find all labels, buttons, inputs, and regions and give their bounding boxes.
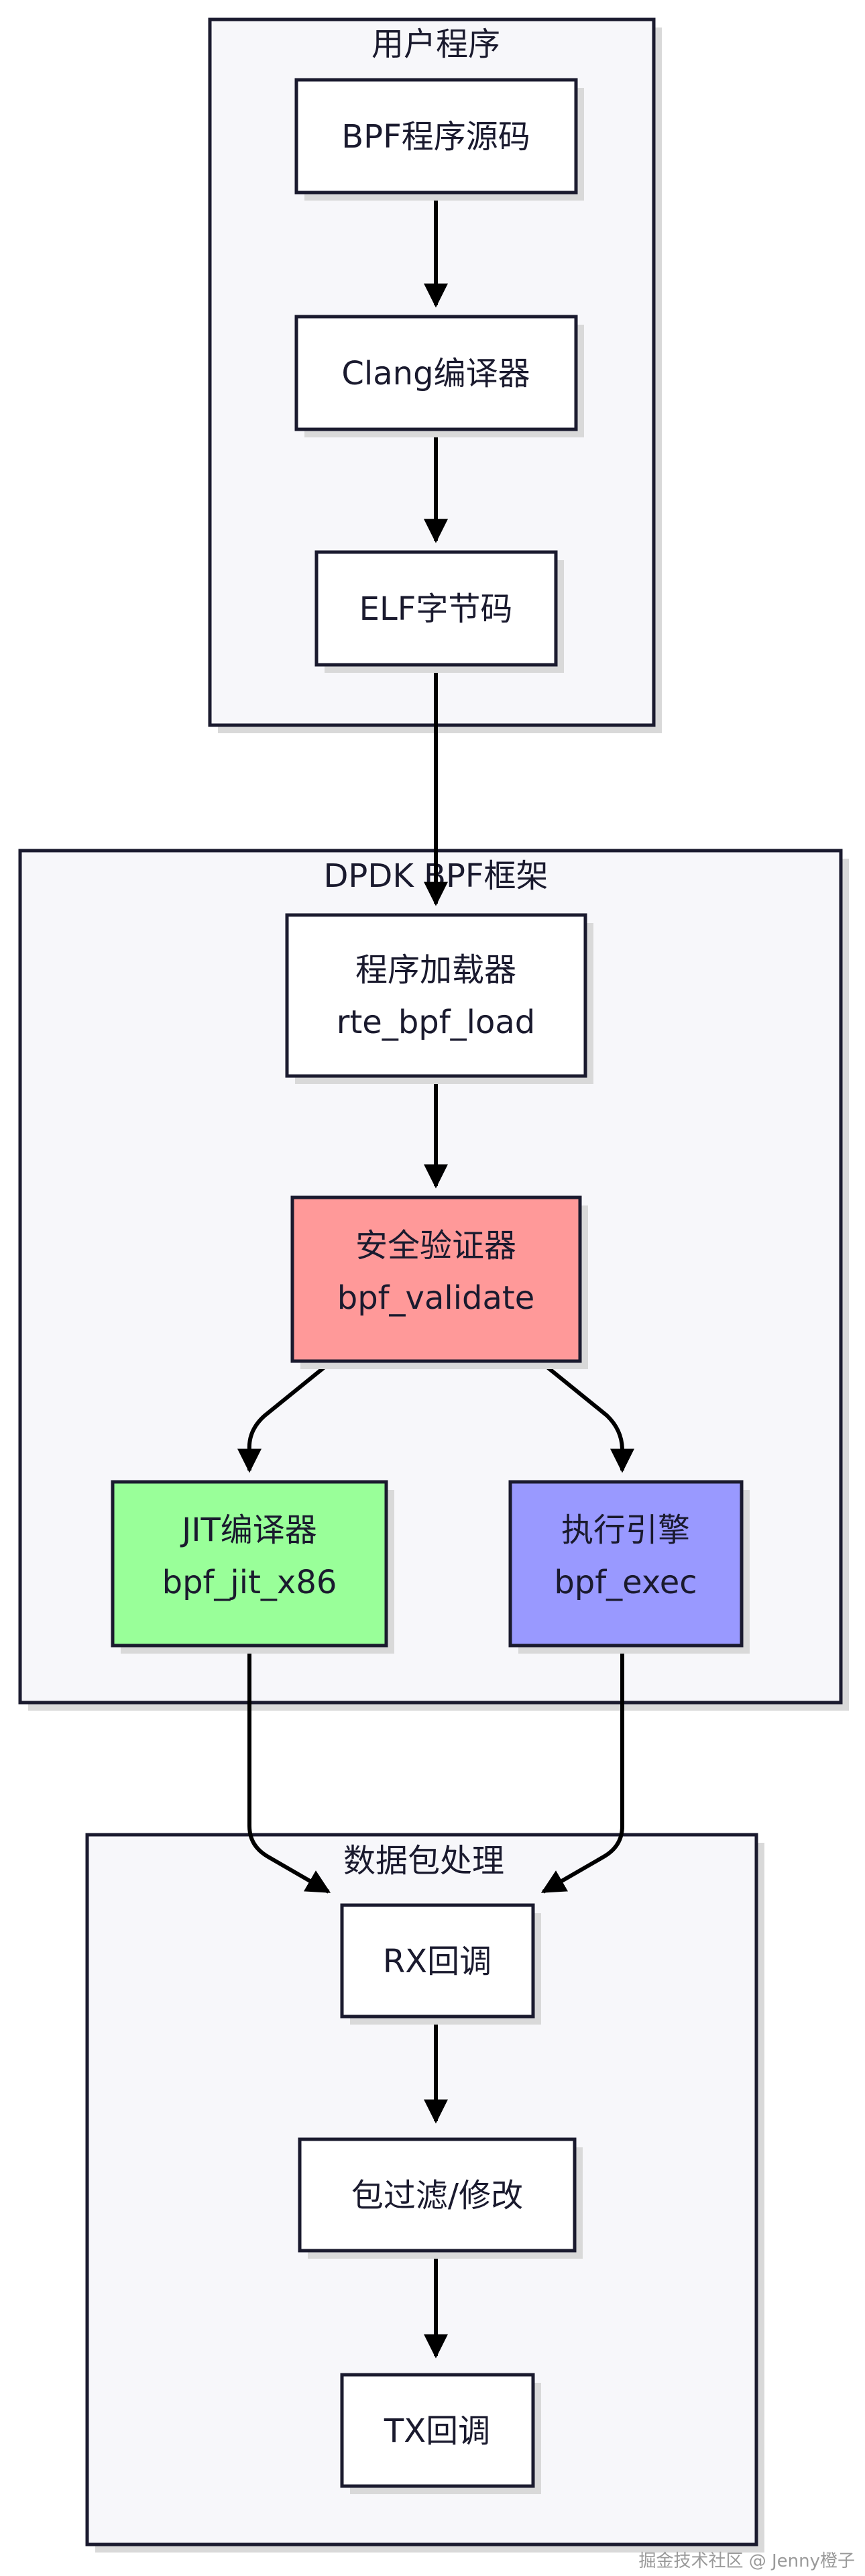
node-execution-engine: 执行引擎 bpf_exec bbox=[508, 1480, 750, 1654]
node-label: Clang编译器 bbox=[341, 355, 530, 392]
node-packet-filter: 包过滤/修改 bbox=[298, 2137, 583, 2259]
edge-validator-to-jit bbox=[237, 1362, 330, 1473]
edge-exec-to-rx bbox=[540, 1650, 624, 1894]
node-function: bpf_exec bbox=[554, 1564, 697, 1601]
node-tx-callback: TX回调 bbox=[340, 2373, 541, 2494]
node-label: ELF字节码 bbox=[359, 590, 513, 628]
node-label: 包过滤/修改 bbox=[351, 2177, 523, 2214]
node-function: bpf_jit_x86 bbox=[162, 1564, 337, 1601]
node-safety-validator: 安全验证器 bpf_validate bbox=[290, 1195, 588, 1369]
node-label: 执行引擎 bbox=[561, 1511, 690, 1549]
node-elf-bytecode: ELF字节码 bbox=[314, 550, 564, 673]
edge-jit-to-rx bbox=[247, 1650, 331, 1894]
node-label: RX回调 bbox=[383, 1943, 492, 1980]
cluster-title-packet-processing: 数据包处理 bbox=[343, 1842, 504, 1880]
cluster-title-user-program: 用户程序 bbox=[371, 25, 500, 63]
node-label: BPF程序源码 bbox=[341, 118, 530, 156]
node-label: 程序加载器 bbox=[355, 951, 516, 989]
node-rx-callback: RX回调 bbox=[340, 1903, 541, 2025]
edges bbox=[237, 193, 634, 2359]
node-program-loader: 程序加载器 rte_bpf_load bbox=[285, 913, 593, 1084]
node-jit-compiler: JIT编译器 bpf_jit_x86 bbox=[111, 1480, 394, 1654]
node-label: TX回调 bbox=[384, 2412, 490, 2450]
node-label: 安全验证器 bbox=[355, 1227, 516, 1265]
node-function: bpf_validate bbox=[337, 1279, 535, 1317]
node-function: rte_bpf_load bbox=[337, 1004, 536, 1041]
node-clang-compiler: Clang编译器 bbox=[294, 315, 584, 437]
watermark: 掘金技术社区 @ Jenny橙子 bbox=[638, 2551, 855, 2571]
node-bpf-source: BPF程序源码 bbox=[294, 78, 584, 201]
node-label: JIT编译器 bbox=[180, 1511, 317, 1549]
edge-validator-to-exec bbox=[542, 1362, 634, 1473]
